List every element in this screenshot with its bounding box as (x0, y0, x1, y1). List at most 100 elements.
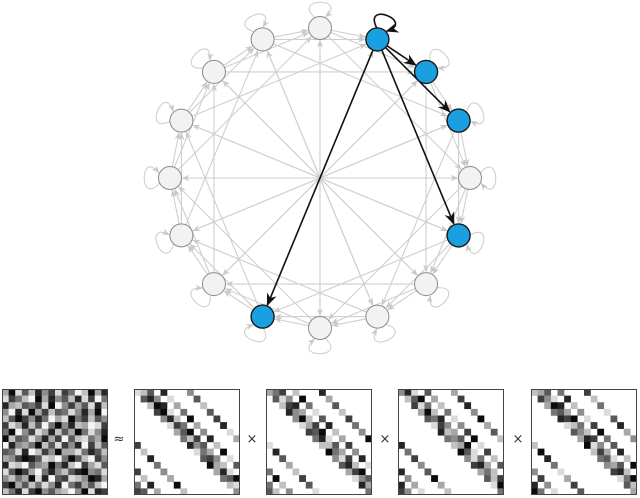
dense-matrix (2, 389, 108, 495)
matrix-cell (537, 389, 545, 396)
matrix-cell (404, 395, 412, 403)
matrix-cell (74, 402, 82, 410)
self-loop-edge (244, 13, 270, 33)
matrix-cell (630, 435, 637, 443)
matrix-cell (365, 475, 372, 482)
matrix-cell (2, 408, 9, 416)
matrix-cell (220, 422, 227, 429)
matrix-cell (200, 455, 208, 463)
matrix-cell (28, 422, 36, 429)
matrix-cell (2, 428, 9, 436)
matrix-cell (213, 415, 221, 423)
matrix-cell (41, 481, 49, 489)
matrix-cell (68, 389, 76, 396)
matrix-cell (167, 415, 174, 423)
matrix-cell (577, 488, 585, 495)
matrix-cell (299, 408, 306, 416)
matrix-cell (88, 408, 95, 416)
matrix-cell (41, 415, 49, 423)
matrix-cell (200, 448, 208, 456)
matrix-cell (2, 488, 9, 495)
matrix-cell (266, 488, 273, 495)
matrix-cell (220, 468, 227, 476)
matrix-cell (352, 422, 359, 429)
matrix-cell (180, 488, 188, 495)
matrix-cell (292, 408, 300, 416)
matrix-cell (417, 488, 425, 495)
matrix-cell (28, 468, 36, 476)
matrix-cell (147, 395, 155, 403)
matrix-cell (81, 422, 89, 429)
matrix-cell (28, 428, 36, 436)
matrix-cell (193, 448, 201, 456)
matrix-cell (88, 395, 95, 403)
matrix-border (531, 389, 637, 495)
matrix-cell (577, 428, 585, 436)
matrix-cell (68, 435, 76, 443)
matrix-cell (233, 475, 240, 482)
matrix-cell (21, 475, 29, 482)
matrix-cell (630, 481, 637, 489)
matrix-cell (21, 422, 29, 429)
matrix-cell (2, 415, 9, 423)
matrix-cell (630, 461, 637, 469)
matrix-cell (88, 481, 95, 489)
matrix-cell (431, 408, 438, 416)
matrix-cell (437, 422, 445, 429)
matrix-cell (544, 481, 552, 489)
matrix-cell (272, 389, 280, 396)
matrix-cell (21, 402, 29, 410)
matrix-cell (490, 481, 498, 489)
matrix-cell (88, 488, 95, 495)
matrix-cell (101, 468, 108, 476)
matrix-cell (35, 488, 42, 495)
highlighted-node (446, 108, 471, 133)
matrix-cell (603, 408, 611, 416)
matrix-cell (15, 428, 23, 436)
matrix-cell (617, 468, 624, 476)
matrix-cell (8, 435, 16, 443)
highlighted-node (365, 27, 390, 52)
matrix-cell (564, 475, 571, 482)
matrix-cell (41, 488, 49, 495)
matrix-cell (544, 455, 552, 463)
matrix-cell (411, 402, 419, 410)
matrix-cell (206, 435, 214, 443)
matrix-cell (41, 475, 49, 482)
matrix-cell (444, 435, 452, 443)
matrix-cell (424, 389, 432, 396)
matrix-cell (101, 475, 108, 482)
matrix-cell (319, 415, 326, 423)
graph-edge (223, 45, 253, 67)
matrix-cell (55, 442, 62, 449)
matrix-cell (61, 488, 69, 495)
matrix-cell (550, 488, 558, 495)
matrix-cell (74, 481, 82, 489)
matrix-cell (28, 395, 36, 403)
matrix-cell (48, 488, 56, 495)
matrix-cell (81, 428, 89, 436)
matrix-cell (74, 408, 82, 416)
matrix-cell (55, 475, 62, 482)
matrix-cell (81, 408, 89, 416)
matrix-cell (312, 428, 320, 436)
matrix-cell (325, 422, 333, 429)
matrix-cell (398, 481, 405, 489)
matrix-cell (444, 422, 452, 429)
matrix-cell (61, 408, 69, 416)
matrix-cell (153, 488, 161, 495)
matrix-cell (68, 481, 76, 489)
matrix-cell (101, 402, 108, 410)
matrix-cell (41, 468, 49, 476)
matrix-cell (68, 422, 76, 429)
matrix-cell (338, 461, 346, 469)
matrix-cell (285, 488, 293, 495)
matrix-cell (603, 448, 611, 456)
matrix-cell (21, 488, 29, 495)
butterfly-graph (143, 1, 497, 355)
highlighted-node (413, 59, 439, 85)
matrix-cell (200, 442, 208, 449)
matrix-cell (484, 422, 491, 429)
matrix-cell (617, 475, 624, 482)
matrix-cell (21, 448, 29, 456)
